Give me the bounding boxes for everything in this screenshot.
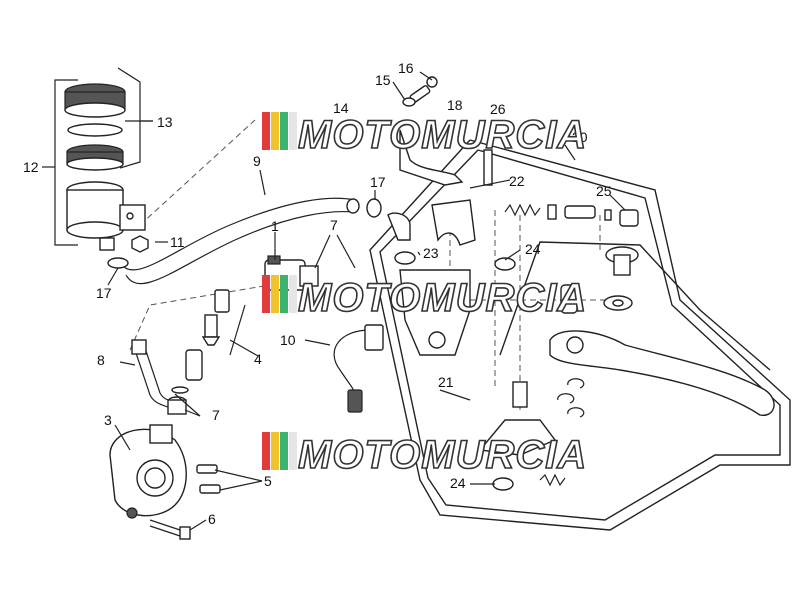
watermark-stripe-grey: [289, 112, 297, 150]
pivot-bolt: [478, 381, 557, 456]
callout-3: 3: [104, 412, 112, 428]
watermark-stripe-red: [262, 112, 270, 150]
watermark-stripe-red: [262, 275, 270, 313]
reservoir-gasket: [67, 123, 123, 137]
dust-boot-25: [619, 209, 639, 227]
washer: [603, 295, 633, 311]
adjuster-knob: [605, 246, 639, 276]
banjo-bolt: [201, 314, 221, 346]
group-frame-20: [369, 139, 791, 531]
watermark-stripe-yellow: [271, 275, 279, 313]
callout-15: 15: [375, 72, 391, 88]
hose-clamp-upper: [366, 198, 382, 218]
callout-24-upper: 24: [525, 241, 541, 257]
callout-9: 9: [253, 153, 261, 169]
callout-13: 13: [157, 114, 173, 130]
callout-22: 22: [509, 173, 525, 189]
clutch-lever: [549, 330, 775, 416]
callout-14: 14: [333, 100, 349, 116]
circlips: [557, 378, 585, 418]
screw-6: [149, 519, 191, 540]
callout-5: 5: [264, 473, 272, 489]
watermark-text: MOTOMURCIA: [298, 113, 587, 157]
connector-10: [333, 324, 384, 413]
callout-labels: 1 3 4 5 6 7 7 8 9 10 11 12 13 14 15 16 1…: [23, 60, 612, 527]
callout-20: 20: [572, 129, 588, 145]
nut-24-bottom: [492, 477, 514, 491]
callout-17-lower: 17: [96, 285, 112, 301]
watermark-middle: MOTOMURCIA: [262, 275, 587, 321]
master-cylinder-body: [399, 269, 471, 356]
leader-lines: [107, 71, 626, 531]
watermark-bottom: MOTOMURCIA: [262, 432, 587, 478]
callout-4: 4: [254, 351, 262, 367]
callout-1: 1: [271, 218, 279, 234]
nut-24-top: [494, 257, 516, 271]
callout-11: 11: [170, 234, 185, 250]
watermark-text: MOTOMURCIA: [298, 276, 587, 320]
watermark-stripe-yellow: [271, 112, 279, 150]
callout-17-upper: 17: [370, 174, 386, 190]
watermark-top: MOTOMURCIA: [262, 112, 587, 158]
callout-8: 8: [97, 352, 105, 368]
banjo-fitting-top: [214, 289, 230, 313]
slave-cylinder: [109, 424, 187, 519]
callout-25: 25: [596, 183, 612, 199]
piston-kit: [504, 203, 612, 221]
hose-clamp-lower: [107, 257, 129, 269]
spring: [539, 473, 566, 487]
callout-12: 12: [23, 159, 39, 175]
watermark-stripe-grey: [289, 275, 297, 313]
callout-21: 21: [438, 374, 454, 390]
screws-5: [196, 464, 221, 494]
callout-24-lower: 24: [450, 475, 466, 491]
watermark-stripe-green: [280, 275, 288, 313]
watermark-stripe-red: [262, 432, 270, 470]
callout-7-upper: 7: [330, 217, 338, 233]
dashed-guides: [129, 119, 620, 410]
bracket-12: [42, 79, 78, 246]
watermark-stripe-grey: [289, 432, 297, 470]
banjo-fitting-bottom: [185, 349, 203, 381]
callout-26: 26: [490, 101, 506, 117]
washer-15: [402, 97, 416, 107]
watermark-stripe-green: [280, 432, 288, 470]
watermark-stripe-yellow: [271, 432, 279, 470]
reservoir-cap: [64, 83, 126, 118]
nut-11: [131, 235, 149, 253]
reservoir-body: [66, 181, 146, 251]
pin-sleeve: [560, 284, 578, 314]
clamp-22: [431, 149, 493, 246]
watermark-text: MOTOMURCIA: [298, 433, 587, 477]
hose-9: [117, 197, 360, 285]
watermark-stripe-green: [280, 112, 288, 150]
callout-18: 18: [447, 97, 463, 113]
reservoir-diaphragm: [66, 144, 124, 171]
banjo-23: [387, 212, 416, 265]
callout-7-lower: 7: [212, 407, 220, 423]
callout-23: 23: [423, 245, 439, 261]
bracket-18: [399, 129, 464, 186]
pipe-8: [131, 339, 187, 415]
callout-6: 6: [208, 511, 216, 527]
callout-16: 16: [398, 60, 414, 76]
callout-10: 10: [280, 332, 296, 348]
